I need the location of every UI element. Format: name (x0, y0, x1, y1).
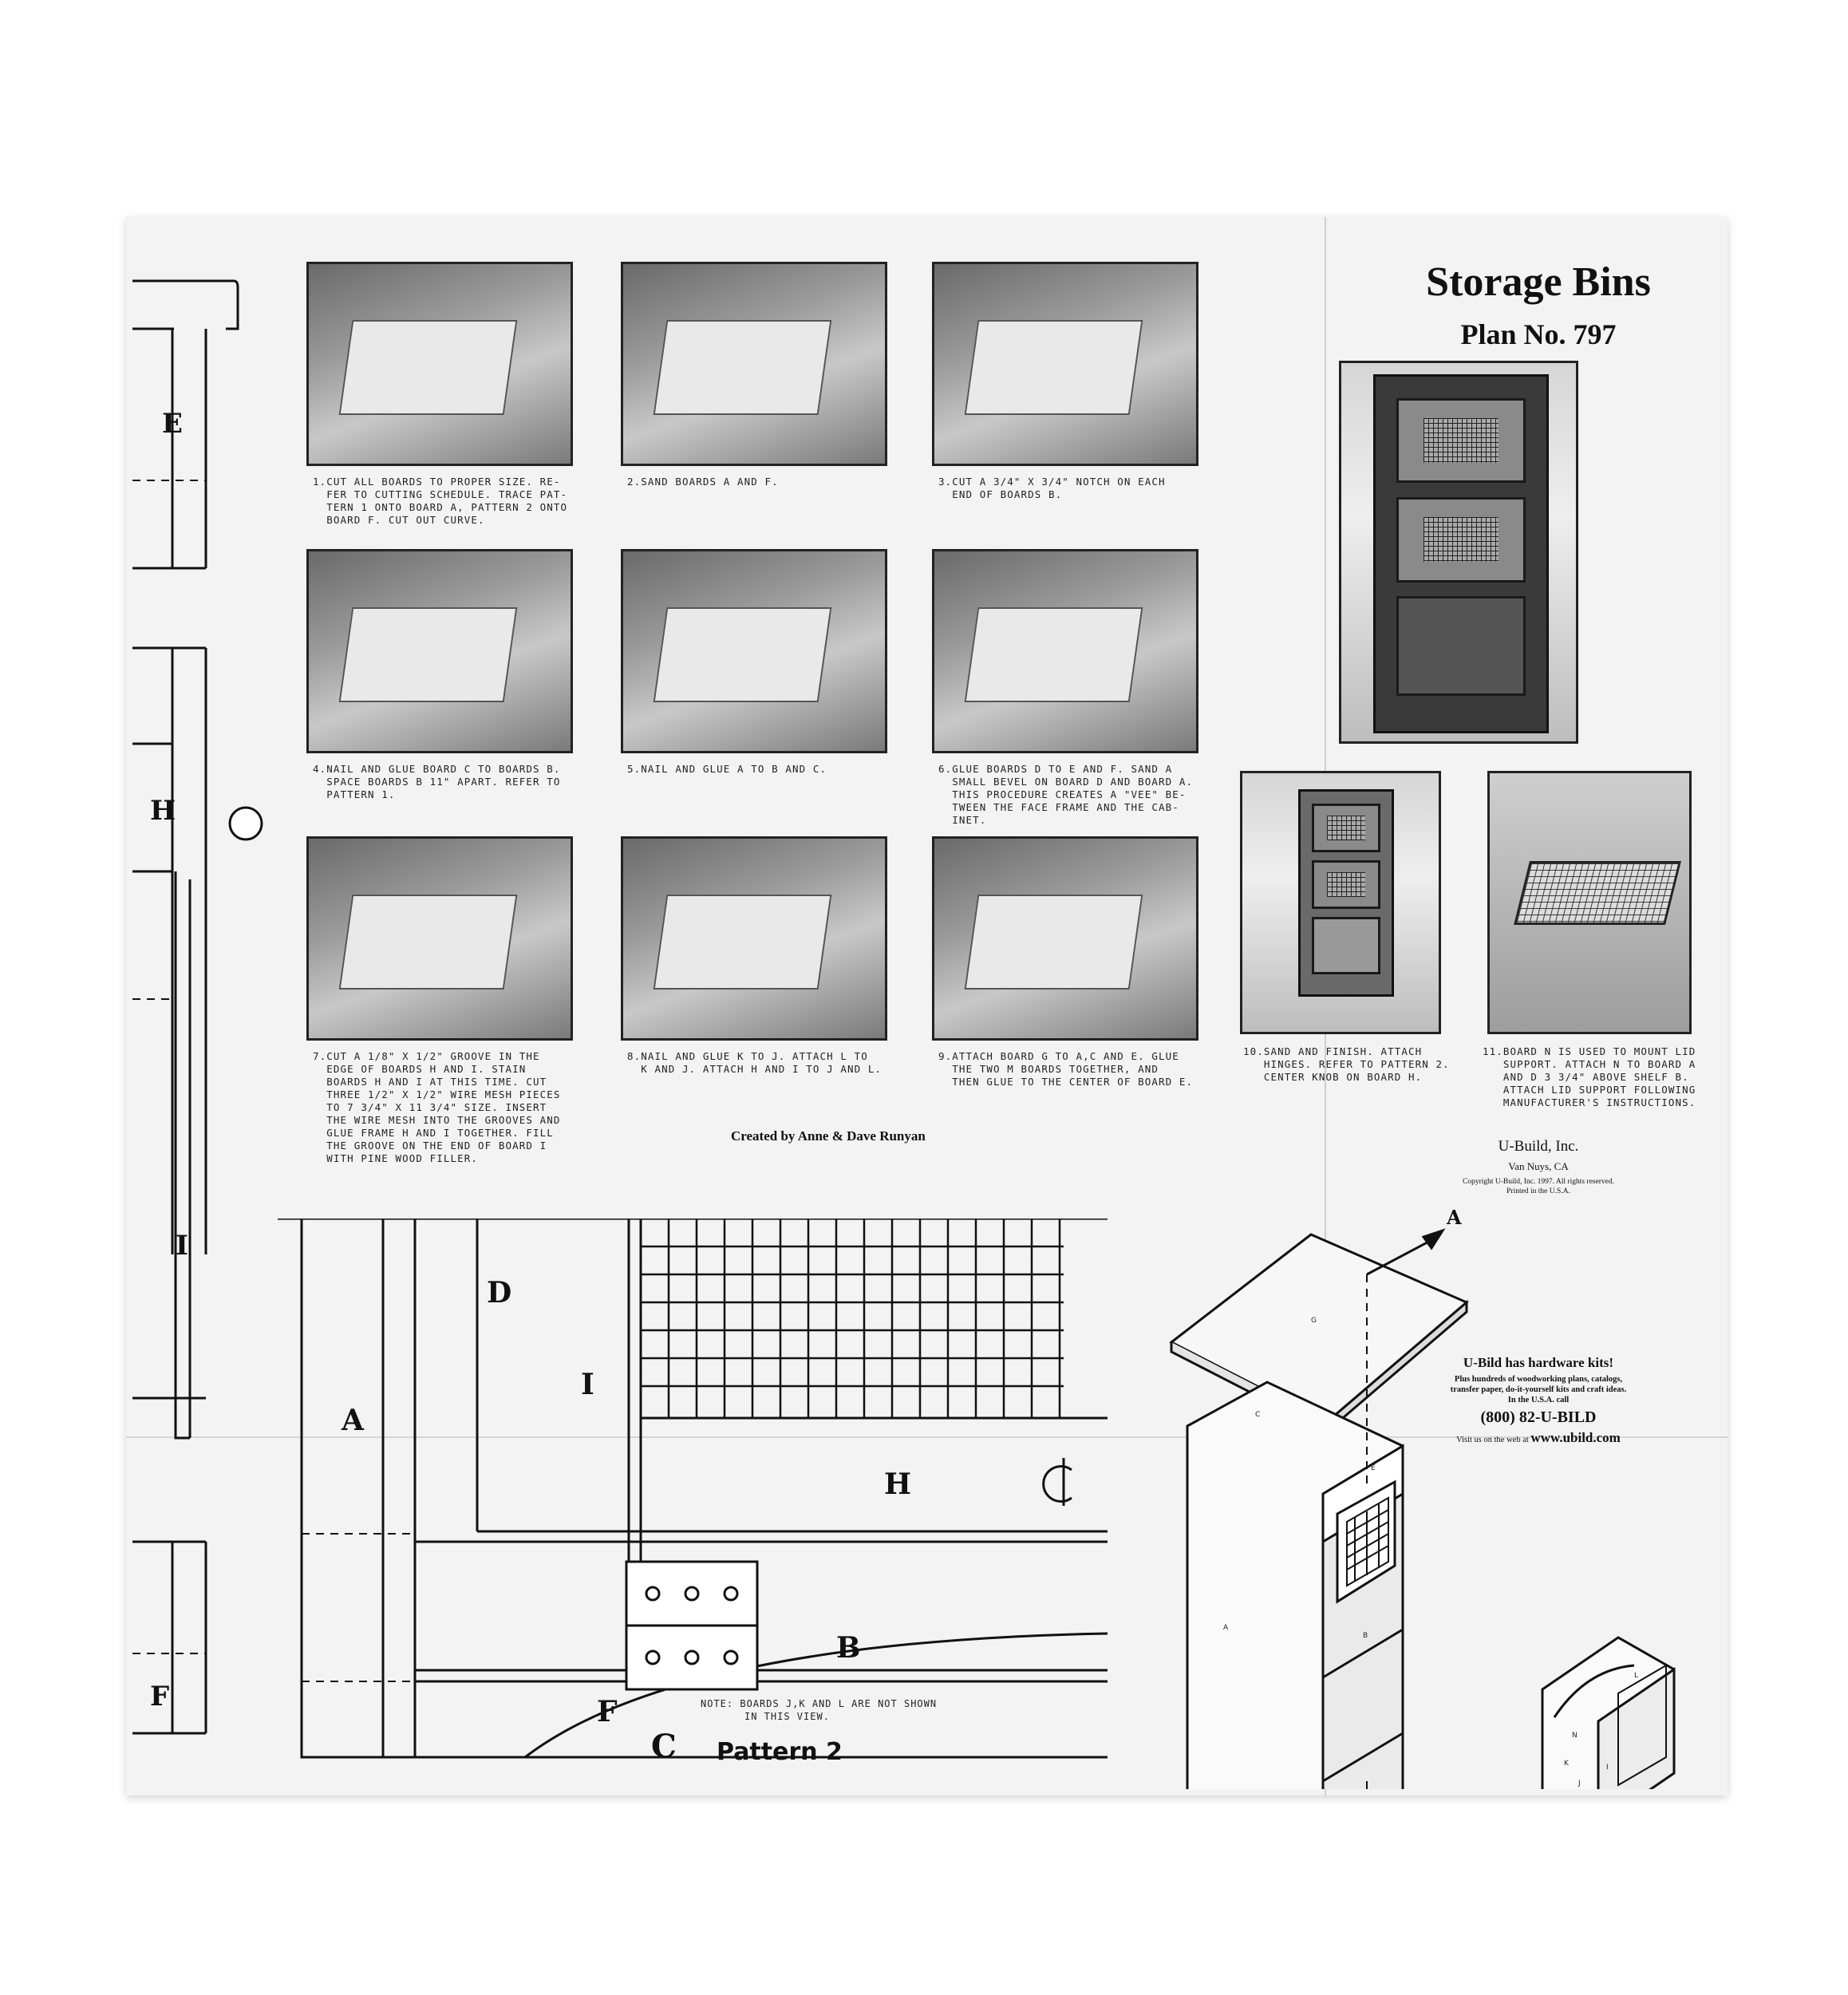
company-name: U-Build, Inc. (1498, 1138, 1579, 1155)
step-1-photo (306, 262, 573, 466)
step-5-photo (621, 549, 887, 753)
pattern-label-i: I (581, 1368, 594, 1401)
strip-label-h: H (150, 795, 176, 827)
hinge-icon (625, 1560, 759, 1691)
step-3: 3.CUT A 3/4" X 3/4" NOTCH ON EACH END OF… (932, 262, 1198, 501)
pattern-label-c: C (651, 1728, 677, 1765)
step-2-photo (621, 262, 887, 466)
company-city: Van Nuys, CA (1508, 1160, 1569, 1172)
strip-label-i: I (176, 1230, 188, 1262)
hardware-ad: U-Bild has hardware kits! Plus hundreds … (1403, 1355, 1674, 1446)
step-7-caption: 7.CUT A 1/8" X 1/2" GROOVE IN THE EDGE O… (313, 1050, 561, 1164)
step-9-caption: 9.ATTACH BOARD G TO A,C AND E. GLUE THE … (938, 1050, 1194, 1088)
step-5-caption: 5.NAIL AND GLUE A TO B AND C. (627, 763, 827, 775)
cabinet-door-top (1396, 397, 1526, 484)
step-11-photo (1487, 771, 1692, 1034)
step-11-caption: 11.BOARD N IS USED TO MOUNT LID SUPPORT.… (1483, 1045, 1696, 1108)
pattern-label-h: H (884, 1468, 911, 1501)
cabinet-door-middle (1396, 496, 1526, 583)
pattern-label-b: B (836, 1631, 860, 1665)
step-10-photo (1240, 771, 1441, 1034)
ad-web-line: Visit us on the web at www.ubild.com (1456, 1430, 1621, 1445)
pattern-note-line-2: IN THIS VIEW. (744, 1711, 830, 1722)
pattern-note-line-1: NOTE: BOARDS J,K AND L ARE NOT SHOWN (701, 1698, 937, 1709)
step-2: 2.SAND BOARDS A AND F. (621, 262, 887, 488)
ad-body: Plus hundreds of woodworking plans, cata… (1450, 1375, 1627, 1404)
pattern-label-a: A (341, 1404, 365, 1437)
exploded-view-drawing: A A G C E A B N K J L I (1169, 1206, 1676, 1789)
strip-label-f: F (150, 1681, 169, 1713)
svg-text:A: A (1223, 1624, 1229, 1632)
svg-text:N: N (1572, 1732, 1578, 1740)
section-arrows (1366, 1228, 1446, 1276)
svg-text:C: C (1255, 1411, 1260, 1419)
svg-text:G: G (1311, 1317, 1317, 1325)
copyright: Copyright U-Build, Inc. 1997. All rights… (1463, 1178, 1614, 1195)
step-8-photo (621, 836, 887, 1041)
step-4-photo (306, 549, 573, 753)
svg-text:J: J (1578, 1780, 1581, 1788)
cabinet-bin-bottom (1396, 596, 1526, 696)
plan-sheet: E H I F 1.CUT ALL BOARDS TO PROPER SIZE.… (126, 217, 1728, 1796)
step-10-caption: 10.SAND AND FINISH. ATTACH HINGES. REFER… (1243, 1045, 1450, 1083)
page-title: Storage Bins (1426, 259, 1651, 305)
step-1: 1.CUT ALL BOARDS TO PROPER SIZE. RE- FER… (306, 262, 573, 527)
fold-line-horizontal (126, 1436, 1728, 1438)
step-2-caption: 2.SAND BOARDS A AND F. (627, 476, 779, 488)
step-6-photo (932, 549, 1198, 753)
step-7: 7.CUT A 1/8" X 1/2" GROOVE IN THE EDGE O… (306, 836, 573, 1165)
plan-number: Plan No. 797 (1460, 318, 1617, 350)
product-photo (1339, 361, 1578, 744)
step-1-caption: 1.CUT ALL BOARDS TO PROPER SIZE. RE- FER… (313, 476, 568, 526)
pattern-strip-left: E H I F (132, 279, 263, 1735)
pattern-label-d: D (487, 1276, 511, 1310)
svg-text:L: L (1634, 1672, 1638, 1680)
svg-text:B: B (1363, 1632, 1368, 1640)
step-8-caption: 8.NAIL AND GLUE K TO J. ATTACH L TO K AN… (627, 1050, 883, 1075)
ad-headline: U-Bild has hardware kits! (1463, 1355, 1614, 1370)
pattern-title: Pattern 2 (717, 1738, 843, 1766)
step-6-caption: 6.GLUE BOARDS D TO E AND F. SAND A SMALL… (938, 763, 1194, 826)
knob-outline-icon (1042, 1458, 1072, 1506)
step-6: 6.GLUE BOARDS D TO E AND F. SAND A SMALL… (932, 549, 1198, 827)
ad-url[interactable]: www.ubild.com (1530, 1430, 1621, 1445)
step-5: 5.NAIL AND GLUE A TO B AND C. (621, 549, 887, 776)
step-3-caption: 3.CUT A 3/4" X 3/4" NOTCH ON EACH END OF… (938, 476, 1166, 500)
strip-label-e: E (162, 408, 183, 440)
lid-board-g (1169, 1233, 1469, 1424)
svg-text:E: E (1371, 1464, 1376, 1472)
step-8: 8.NAIL AND GLUE K TO J. ATTACH L TO K AN… (621, 836, 887, 1076)
section-label-top: A (1446, 1206, 1462, 1229)
ad-phone: (800) 82-U-BILD (1480, 1408, 1597, 1426)
step-9-photo (932, 836, 1198, 1041)
pattern-2-drawing: D I A H B F C Pattern 2 NOTE: BOARDS J,K… (278, 1219, 1108, 1766)
pattern-label-f: F (597, 1695, 618, 1728)
creator-credit: Created by Anne & Dave Runyan (731, 1128, 926, 1144)
step-4-caption: 4.NAIL AND GLUE BOARD C TO BOARDS B. SPA… (313, 763, 561, 800)
knob-icon (228, 806, 263, 841)
step-4: 4.NAIL AND GLUE BOARD C TO BOARDS B. SPA… (306, 549, 573, 801)
svg-text:K: K (1564, 1760, 1570, 1768)
svg-text:I: I (1606, 1764, 1609, 1772)
step-9: 9.ATTACH BOARD G TO A,C AND E. GLUE THE … (932, 836, 1198, 1088)
step-7-photo (306, 836, 573, 1041)
step-3-photo (932, 262, 1198, 466)
cabinet-illustration (1373, 374, 1549, 733)
